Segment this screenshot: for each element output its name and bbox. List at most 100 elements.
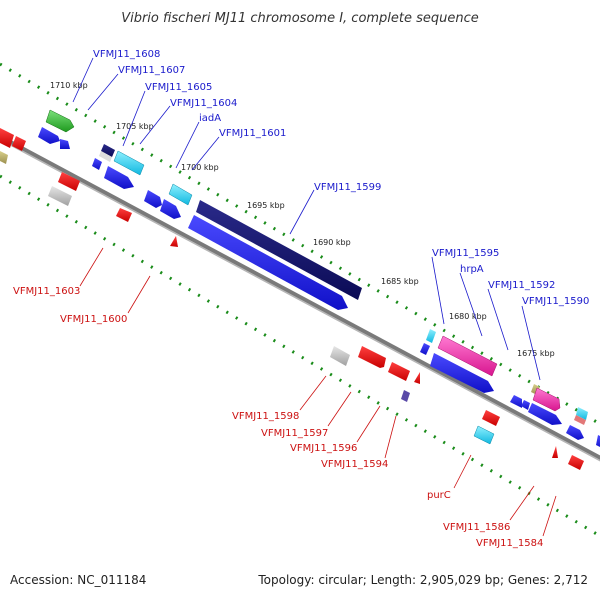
gene-arrow	[420, 343, 430, 355]
gene-arrow	[188, 215, 348, 310]
gene-arrow	[170, 236, 178, 247]
gene-arrow	[414, 372, 420, 384]
gene-arrow	[596, 435, 600, 447]
scale-label: 1690 kbp	[313, 238, 351, 247]
leader-line	[87, 73, 119, 111]
forward-strand-genes	[0, 109, 600, 447]
gene-arrow	[38, 127, 60, 144]
gene-arrow	[388, 362, 410, 381]
gene-label: purC	[427, 490, 451, 501]
gene-arrow	[0, 128, 14, 148]
gene-label: VFMJ11_1596	[290, 443, 357, 454]
scale-labels: 1710 kbp 1705 kbp 1700 kbp 1695 kbp 1690…	[50, 81, 555, 358]
leader-line	[127, 275, 151, 314]
leader-line	[289, 189, 315, 235]
gene-arrow	[48, 186, 72, 206]
gene-label: VFMJ11_1607	[118, 65, 185, 76]
leader-line	[79, 247, 104, 287]
gene-arrow	[104, 166, 134, 189]
gene-label: VFMJ11_1600	[60, 314, 127, 325]
scale-label: 1710 kbp	[50, 81, 88, 90]
gene-arrow	[116, 208, 132, 222]
leader-line	[327, 391, 352, 427]
gene-label: VFMJ11_1598	[232, 411, 299, 422]
leader-line	[139, 105, 171, 145]
gene-arrow	[160, 199, 181, 219]
scale-label: 1685 kbp	[381, 277, 419, 286]
gene-arrow	[92, 158, 102, 170]
leader-line	[299, 375, 327, 411]
gene-label: VFMJ11_1603	[13, 286, 80, 297]
gene-arrow	[358, 346, 386, 368]
gene-arrow	[12, 136, 26, 151]
scale-label: 1705 kbp	[116, 122, 154, 131]
leader-line	[487, 288, 509, 351]
leader-line	[453, 454, 472, 489]
sequence-backbone	[0, 134, 600, 460]
gene-arrow	[168, 183, 193, 206]
reverse-gene-labels: VFMJ11_1603 VFMJ11_1600 VFMJ11_1598 VFMJ…	[13, 286, 543, 549]
leader-line	[459, 272, 483, 337]
leader-line	[521, 305, 541, 381]
gene-label: VFMJ11_1592	[488, 280, 555, 291]
gene-arrow	[574, 415, 586, 425]
gene-arrow	[330, 346, 350, 366]
gene-arrow	[568, 455, 584, 470]
gene-arrow	[566, 425, 584, 440]
gene-label: VFMJ11_1590	[522, 296, 589, 307]
topology-text: Topology: circular; Length: 2,905,029 bp…	[258, 573, 588, 587]
gene-arrow	[473, 425, 495, 445]
reverse-tick-track	[0, 174, 600, 538]
map-title: Vibrio fischeri MJ11 chromosome I, compl…	[121, 11, 479, 26]
leader-line	[509, 485, 535, 521]
gene-arrow	[437, 335, 498, 377]
gene-arrow	[510, 395, 522, 408]
gene-label: VFMJ11_1595	[432, 248, 499, 259]
gene-label: VFMJ11_1604	[170, 98, 237, 109]
gene-arrow	[58, 172, 80, 191]
sequence-backbone-shadow	[0, 138, 600, 462]
gene-arrow	[532, 387, 561, 412]
gene-arrow	[426, 329, 436, 343]
gene-arrow	[101, 144, 115, 157]
reverse-strand-genes	[48, 172, 584, 470]
gene-arrow	[113, 150, 145, 176]
gene-label: VFMJ11_1584	[476, 538, 543, 549]
gene-label: VFMJ11_1601	[219, 128, 286, 139]
gene-arrow	[521, 400, 530, 410]
leader-line	[431, 256, 445, 325]
leader-line	[175, 121, 200, 169]
gene-arrow	[552, 446, 558, 458]
forward-tick-track	[0, 62, 600, 426]
gene-arrow	[144, 190, 162, 208]
leader-line	[191, 136, 220, 171]
reverse-label-leaders	[79, 247, 557, 537]
gene-arrow	[0, 151, 8, 164]
gene-arrow	[196, 200, 362, 300]
forward-label-leaders	[72, 57, 541, 381]
scale-label: 1680 kbp	[449, 312, 487, 321]
leader-line	[384, 415, 397, 459]
leader-line	[72, 57, 94, 103]
scale-label: 1700 kbp	[181, 163, 219, 172]
forward-gene-labels: VFMJ11_1608 VFMJ11_1607 VFMJ11_1605 VFMJ…	[93, 49, 589, 307]
gene-label: iadA	[199, 113, 221, 124]
gene-arrow	[528, 403, 562, 425]
gene-arrow	[576, 407, 588, 420]
scale-label: 1695 kbp	[247, 201, 285, 210]
gene-label: hrpA	[460, 264, 484, 275]
gene-label: VFMJ11_1599	[314, 182, 381, 193]
gene-arrow	[430, 353, 494, 393]
gene-arrow	[45, 109, 75, 133]
gene-arrow	[401, 390, 410, 402]
leader-line	[122, 90, 146, 147]
leader-line	[356, 405, 381, 443]
gene-label: VFMJ11_1608	[93, 49, 160, 60]
gene-label: VFMJ11_1605	[145, 82, 212, 93]
accession-text: Accession: NC_011184	[10, 573, 147, 587]
gene-label: VFMJ11_1586	[443, 522, 510, 533]
gene-arrow	[482, 410, 500, 426]
gene-arrow	[60, 139, 70, 149]
scale-label: 1675 kbp	[517, 349, 555, 358]
